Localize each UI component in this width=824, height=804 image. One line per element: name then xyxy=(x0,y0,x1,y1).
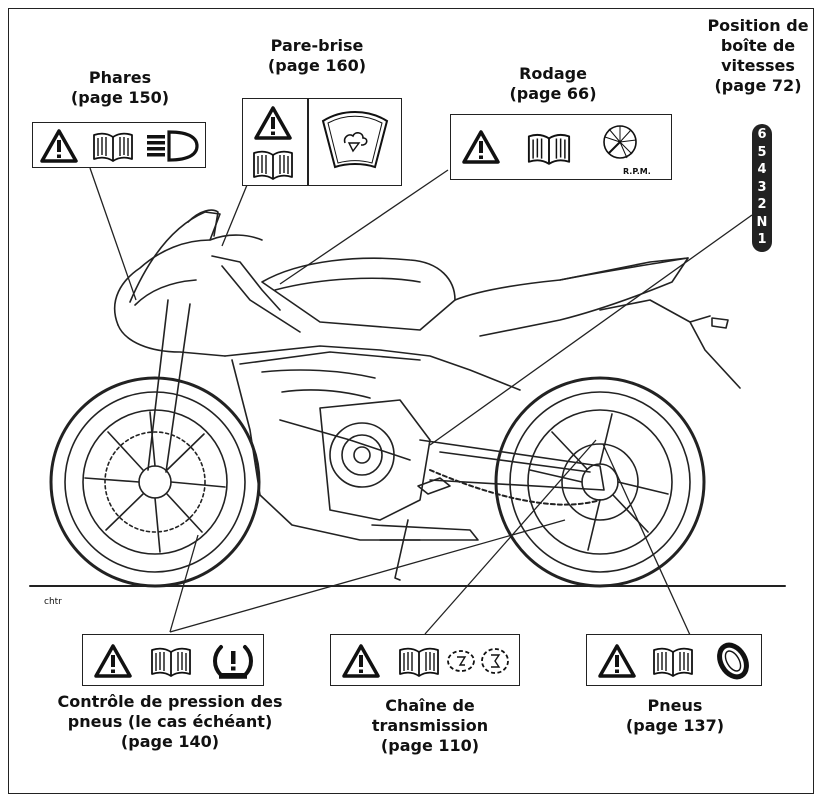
windscreen-icon-box xyxy=(242,98,402,186)
rpm-caption: R.P.M. xyxy=(623,167,651,176)
chain-icon xyxy=(447,648,509,674)
warning-triangle-icon xyxy=(93,643,133,679)
open-book-icon xyxy=(149,644,193,678)
label-position-line1: Position de xyxy=(707,16,809,35)
warning-triangle-icon xyxy=(461,129,501,165)
label-position-line2: boîte de xyxy=(720,36,796,55)
warning-triangle-icon xyxy=(341,643,381,679)
gear-3: 3 xyxy=(757,179,767,195)
label-rodage-title: Rodage xyxy=(519,64,587,83)
headlight-icon-box xyxy=(32,122,206,168)
open-book-icon xyxy=(651,644,695,678)
warning-triangle-icon xyxy=(39,128,79,164)
gear-n: N xyxy=(756,214,768,230)
label-pression: Contrôle de pression des pneus (le cas é… xyxy=(30,692,310,752)
chain-icon-box xyxy=(330,634,520,686)
tyre-icon-box xyxy=(586,634,762,686)
label-phares-page: (page 150) xyxy=(70,88,170,107)
open-book-icon xyxy=(525,130,573,166)
label-chaine-line2: transmission xyxy=(371,716,489,735)
gear-6: 6 xyxy=(757,127,767,142)
gear-4: 4 xyxy=(757,162,767,177)
label-pression-line2: pneus (le cas échéant) xyxy=(67,712,273,731)
label-pare-brise: Pare-brise (page 160) xyxy=(252,36,382,76)
label-chaine: Chaîne de transmission (page 110) xyxy=(355,696,505,756)
label-pression-line1: Contrôle de pression des xyxy=(57,692,283,711)
label-pneus: Pneus (page 137) xyxy=(620,696,730,736)
warning-triangle-icon xyxy=(597,643,637,679)
open-book-icon xyxy=(397,644,441,678)
label-pression-page: (page 140) xyxy=(120,732,220,751)
label-pare-brise-title: Pare-brise xyxy=(270,36,364,55)
diagram-frame xyxy=(8,8,814,794)
tachometer-icon xyxy=(603,125,637,159)
headlight-icon xyxy=(147,130,199,162)
gear-indicator-strip: 6 5 4 3 2 N 1 xyxy=(752,124,772,252)
break-in-icon-box: R.P.M. xyxy=(450,114,672,180)
label-phares: Phares (page 150) xyxy=(60,68,180,108)
open-book-icon xyxy=(91,129,135,163)
tire-pressure-icon-box xyxy=(82,634,264,686)
label-position-boite: Position de boîte de vitesses (page 72) xyxy=(698,16,818,96)
label-pare-brise-page: (page 160) xyxy=(267,56,367,75)
label-phares-title: Phares xyxy=(88,68,152,87)
windscreen-icon xyxy=(321,111,389,169)
tire-pressure-icon xyxy=(213,645,253,679)
icon-box-divider xyxy=(307,99,309,185)
label-position-page: (page 72) xyxy=(714,76,802,95)
label-rodage-page: (page 66) xyxy=(509,84,597,103)
gear-5: 5 xyxy=(757,144,767,160)
label-position-line3: vitesses xyxy=(721,56,795,75)
warning-triangle-icon xyxy=(253,105,293,141)
tyre-icon xyxy=(717,642,749,680)
label-chaine-page: (page 110) xyxy=(380,736,480,755)
figure-code: chtr xyxy=(44,597,62,607)
label-rodage: Rodage (page 66) xyxy=(498,64,608,104)
label-pneus-page: (page 137) xyxy=(625,716,725,735)
gear-2: 2 xyxy=(757,197,767,212)
label-pneus-title: Pneus xyxy=(647,696,703,715)
open-book-icon xyxy=(251,147,295,181)
gear-1: 1 xyxy=(757,232,767,247)
label-chaine-line1: Chaîne de xyxy=(385,696,475,715)
